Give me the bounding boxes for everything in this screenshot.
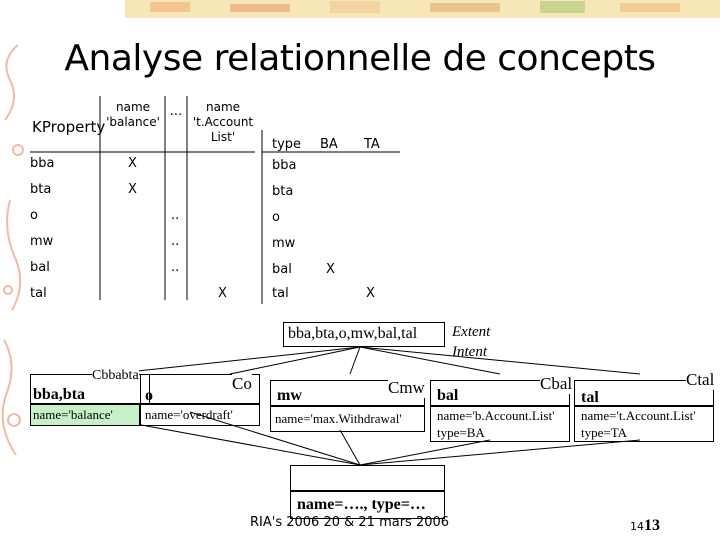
table2-header-ta: TA [364,137,380,152]
concept-intent-box: name='max.Withdrawal' [270,406,425,432]
intent-label: Intent [452,344,487,360]
bottom-concept-extent-box [290,465,445,491]
row-label: bal [30,260,50,275]
slide-title: Analyse relationnelle de concepts [64,38,656,79]
concept-intent: name='max.Withdrawal' [275,411,402,426]
row-cell: .. [171,208,180,223]
row-label: bta [30,182,52,197]
row-label: bba [30,156,55,171]
concept-intent-type: type=TA [581,425,628,440]
row-cell: X [218,286,227,301]
extent-label: Extent [452,324,491,340]
table2-row-cell: X [366,286,375,301]
left-flourish-decoration [1,44,24,456]
concept-name: Cmw [388,378,425,398]
table1-header-balance: name 'balance' [106,100,160,129]
concept-extent-box: tal [574,380,714,406]
page-number-small: 14 [630,520,644,533]
top-concept-extent: bba,bta,o,mw,bal,tal [288,325,418,342]
concept-extent: o [145,387,153,404]
concept-name: Cbbabta [92,368,139,384]
concept-extent-box: bba,bta [30,374,150,404]
concept-intent-box: name='b.Account.List' type=BA [430,406,570,442]
row-label: mw [30,234,54,249]
row-cell: X [128,156,137,171]
bottom-concept-intent: name=…., type=… [297,496,426,513]
concept-intent: name='balance' [33,407,113,422]
top-concept-extent-box: bba,bta,o,mw,bal,tal [283,322,445,347]
row-cell: X [128,182,137,197]
row-label: tal [30,286,47,301]
concept-intent: name='b.Account.List' [437,408,555,423]
concept-name: Cbal [540,374,573,394]
table2-header-type: type [272,137,302,152]
concept-intent-box: name='balance' [30,404,140,426]
row-label: o [30,208,38,223]
concept-intent-box: name='t.Account.List' type=TA [574,406,714,442]
concept-intent-type: type=BA [437,425,485,440]
concept-intent: name='overdraft' [145,407,233,422]
table2-header-ba: BA [320,137,338,152]
concept-name: Ctal [686,370,715,390]
table2-row-label: bal [272,262,292,277]
table1-corner: KProperty [32,118,106,136]
table2-row-label: o [272,210,280,225]
slide-footer: RIA's 2006 20 & 21 mars 2006 [250,515,450,530]
table1-header-ellipsis: ... [169,104,183,119]
row-cell: .. [171,234,180,249]
concept-extent: bal [437,387,459,404]
concept-name: Co [232,374,252,394]
concept-intent: name='t.Account.List' [581,408,696,423]
table1-header-taccount: name 't.Account List' [192,100,254,144]
table2-row-cell: X [326,262,335,277]
table2-row-label: mw [272,236,296,251]
concept-extent: bba,bta [33,386,86,403]
page-number: 1413 [630,517,660,535]
concept-extent: mw [277,387,302,404]
row-cell: .. [171,260,180,275]
table2-row-label: bta [272,184,294,199]
bottom-concept-intent-box: name=…., type=… [290,491,445,519]
concept-extent: tal [581,389,599,406]
table2-row-label: tal [272,286,289,301]
top-banner-decoration [125,0,720,18]
page-number-big: 13 [644,517,660,534]
concept-extent-box: o [140,374,260,404]
table2-row-label: bba [272,158,297,173]
concept-intent-box: name='overdraft' [140,404,260,426]
